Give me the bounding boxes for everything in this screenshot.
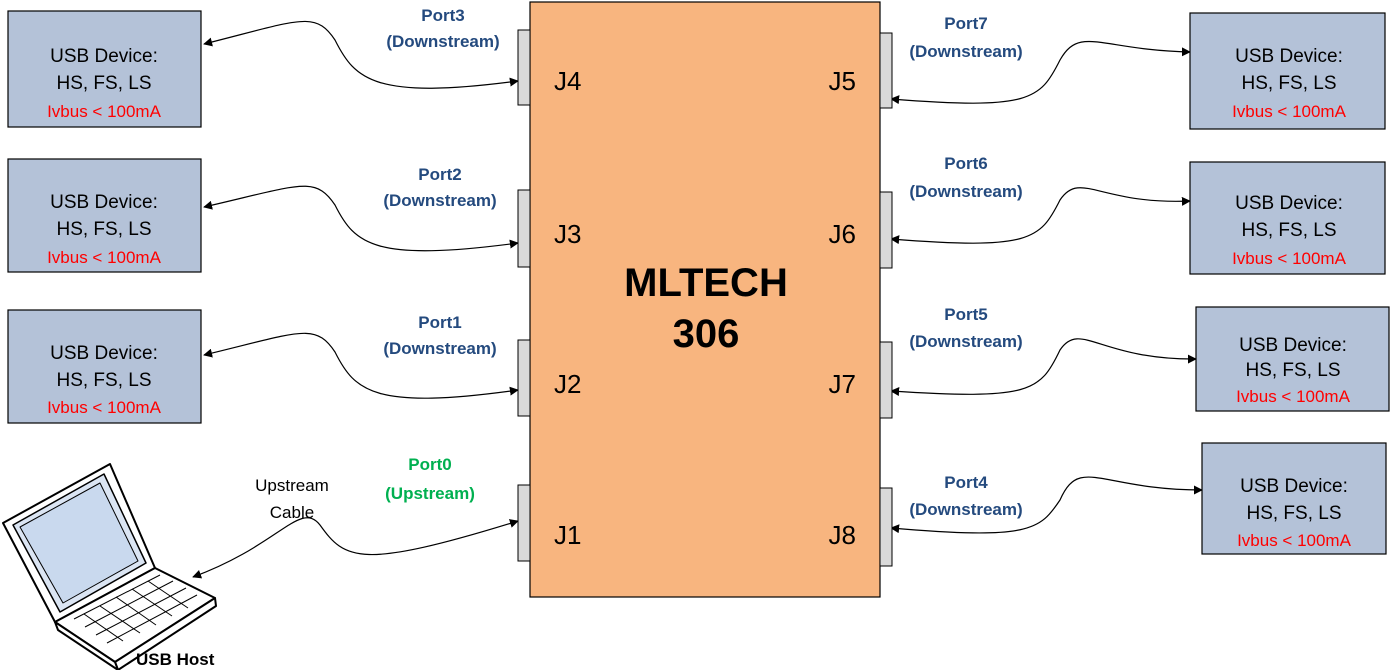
port-direction-port3: (Downstream) bbox=[386, 32, 499, 51]
device-speeds: HS, FS, LS bbox=[1241, 220, 1336, 241]
connector-j7 bbox=[879, 341, 893, 419]
laptop-icon bbox=[2, 463, 217, 670]
device-current: Ivbus < 100mA bbox=[1236, 387, 1351, 406]
device-title: USB Device: bbox=[50, 343, 158, 364]
port-label-port5: Port5 bbox=[944, 305, 987, 324]
port-labels: Port3 (Downstream) Port2 (Downstream) Po… bbox=[383, 6, 1022, 519]
port-direction-port4: (Downstream) bbox=[909, 500, 1022, 519]
device-title: USB Device: bbox=[1235, 46, 1343, 67]
device-current: Ivbus < 100mA bbox=[1232, 249, 1347, 268]
port-direction-port5: (Downstream) bbox=[909, 332, 1022, 351]
device-current: Ivbus < 100mA bbox=[47, 248, 162, 267]
jack-label-j1: J1 bbox=[554, 520, 581, 550]
device-title: USB Device: bbox=[1239, 335, 1347, 356]
device-box-port6: USB Device: HS, FS, LS Ivbus < 100mA bbox=[1189, 161, 1386, 275]
hub-name-line2: 306 bbox=[673, 312, 740, 356]
device-speeds: HS, FS, LS bbox=[1245, 360, 1340, 381]
device-current: Ivbus < 100mA bbox=[47, 398, 162, 417]
device-box-port2: USB Device: HS, FS, LS Ivbus < 100mA bbox=[7, 158, 202, 273]
device-box-port3: USB Device: HS, FS, LS Ivbus < 100mA bbox=[7, 10, 202, 128]
cable-port7 bbox=[890, 40, 1191, 105]
cable-port5 bbox=[890, 338, 1197, 397]
jack-labels: J4 J3 J2 J1 J5 J6 J7 J8 bbox=[554, 66, 856, 550]
device-title: USB Device: bbox=[50, 46, 158, 67]
upstream-cable-label-line1: Upstream bbox=[255, 476, 329, 495]
connector-j3 bbox=[517, 189, 531, 268]
device-title: USB Device: bbox=[1235, 193, 1343, 214]
port-direction-port0: (Upstream) bbox=[385, 484, 475, 503]
cable-port1 bbox=[203, 332, 519, 399]
port-direction-port6: (Downstream) bbox=[909, 182, 1022, 201]
cable-upstream bbox=[192, 517, 519, 579]
connector-j2 bbox=[517, 339, 531, 417]
device-box-port4: USB Device: HS, FS, LS Ivbus < 100mA bbox=[1201, 442, 1387, 555]
jack-label-j4: J4 bbox=[554, 66, 581, 96]
usb-host-label: USB Host bbox=[136, 650, 215, 669]
port-label-port6: Port6 bbox=[944, 154, 987, 173]
device-speeds: HS, FS, LS bbox=[1241, 73, 1336, 94]
port-label-port0: Port0 bbox=[408, 455, 451, 474]
connector-j8 bbox=[879, 487, 893, 567]
device-current: Ivbus < 100mA bbox=[1232, 102, 1347, 121]
device-speeds: HS, FS, LS bbox=[56, 370, 151, 391]
cable-port2 bbox=[203, 185, 519, 252]
device-current: Ivbus < 100mA bbox=[47, 102, 162, 121]
connector-j1 bbox=[517, 484, 531, 562]
jack-label-j5: J5 bbox=[829, 66, 856, 96]
device-speeds: HS, FS, LS bbox=[56, 219, 151, 240]
cable-port6 bbox=[890, 187, 1191, 245]
device-box-port1: USB Device: HS, FS, LS Ivbus < 100mA bbox=[7, 309, 202, 424]
port-label-port4: Port4 bbox=[944, 473, 988, 492]
device-title: USB Device: bbox=[50, 192, 158, 213]
cable-port4 bbox=[890, 476, 1203, 534]
device-current: Ivbus < 100mA bbox=[1237, 531, 1352, 550]
connector-j6 bbox=[879, 191, 893, 269]
jack-label-j2: J2 bbox=[554, 369, 581, 399]
jack-label-j3: J3 bbox=[554, 219, 581, 249]
hub-name-line1: MLTECH bbox=[624, 261, 788, 305]
connectors bbox=[517, 29, 893, 567]
port-direction-port7: (Downstream) bbox=[909, 42, 1022, 61]
device-speeds: HS, FS, LS bbox=[56, 73, 151, 94]
hub-body bbox=[529, 1, 881, 598]
jack-label-j7: J7 bbox=[829, 369, 856, 399]
port-direction-port1: (Downstream) bbox=[383, 339, 496, 358]
jack-label-j6: J6 bbox=[829, 219, 856, 249]
jack-label-j8: J8 bbox=[829, 520, 856, 550]
cable-port3 bbox=[203, 20, 519, 89]
cables bbox=[192, 20, 1203, 579]
port-label-port3: Port3 bbox=[421, 6, 464, 25]
device-box-port7: USB Device: HS, FS, LS Ivbus < 100mA bbox=[1189, 12, 1386, 130]
device-box-port5: USB Device: HS, FS, LS Ivbus < 100mA bbox=[1195, 306, 1390, 412]
port-label-port2: Port2 bbox=[418, 165, 461, 184]
port-label-port7: Port7 bbox=[944, 14, 987, 33]
connector-j5 bbox=[879, 32, 893, 109]
device-title: USB Device: bbox=[1240, 476, 1348, 497]
upstream-cable-label-line2: Cable bbox=[270, 503, 314, 522]
device-speeds: HS, FS, LS bbox=[1246, 503, 1341, 524]
port-label-port1: Port1 bbox=[418, 313, 461, 332]
connector-j4 bbox=[517, 29, 531, 106]
port-direction-port2: (Downstream) bbox=[383, 191, 496, 210]
hub: MLTECH 306 bbox=[529, 1, 881, 598]
